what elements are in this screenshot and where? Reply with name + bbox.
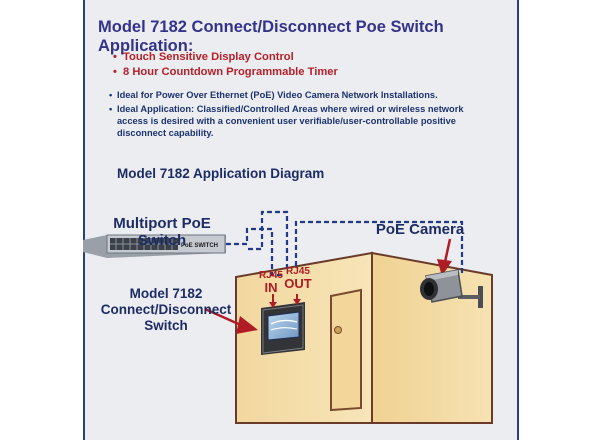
device-label: Model 7182 Connect/Disconnect Switch [100, 286, 232, 333]
arrowhead-out [293, 299, 301, 305]
poe-camera [420, 269, 483, 308]
cable-run [226, 210, 464, 277]
port-out-label: RJ45 OUT [284, 266, 312, 291]
door-knob [334, 326, 342, 334]
poe-switch: PoE SWITCH [83, 234, 226, 258]
arrowhead-in [269, 302, 277, 308]
switch-label: Multiport PoE Switch [113, 215, 211, 249]
note-item: Ideal for Power Over Ethernet (PoE) Vide… [109, 89, 497, 101]
arrow-to-camera [443, 238, 452, 263]
arrow-to-device [204, 307, 244, 328]
note-item: Ideal Application: Classified/Controlled… [109, 103, 497, 139]
arrowhead-camera [437, 259, 452, 276]
model-7182-device [261, 302, 305, 355]
camera-label: PoE Camera [375, 221, 465, 238]
feature-item: Touch Sensitive Display Control [113, 51, 294, 63]
switch-badge: PoE SWITCH [181, 243, 218, 249]
page-title: Model 7182 Connect/Disconnect Poe Switch… [98, 18, 444, 55]
device-screen [267, 311, 300, 341]
feature-item: 8 Hour Countdown Programmable Timer [113, 66, 338, 78]
port-in-label: RJ45 IN [259, 270, 283, 295]
door [330, 288, 362, 412]
diagram-title: Model 7182 Application Diagram [117, 166, 325, 181]
arrowhead-device [236, 316, 258, 334]
